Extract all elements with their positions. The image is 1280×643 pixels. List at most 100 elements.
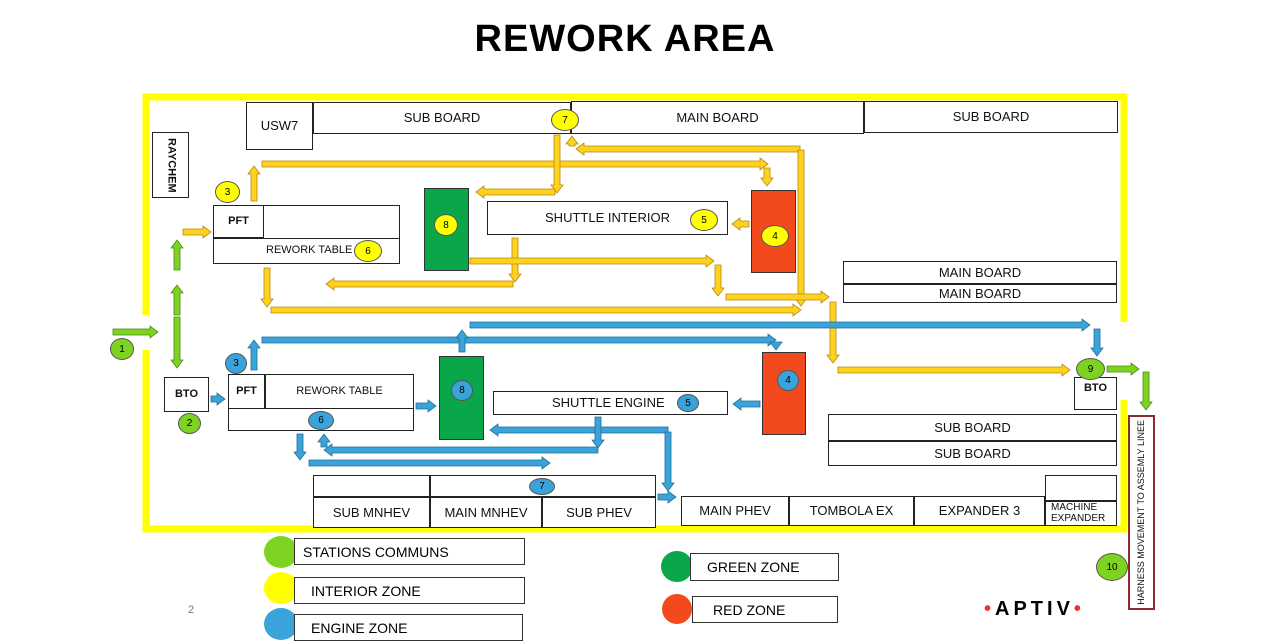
arrow-down-to-bto [826,301,840,364]
arrow-to-marker7 [565,135,579,147]
marker-8-engine: 8 [451,380,473,401]
marker-8-interior: 8 [434,214,458,236]
arrow-table-lower-down [293,433,307,461]
pft-lower: PFT [228,374,265,409]
shuttle-interior: SHUTTLE INTERIOR [487,201,728,235]
harness-movement-lane: HARNESS MOVEMENT TO ASSEMLY LINEE [1128,415,1155,610]
legend-red-zone: RED ZONE [692,596,838,623]
expander-3: EXPANDER 3 [914,496,1045,526]
arrow-to-green-upper [475,185,556,199]
arrow-right-down [794,149,808,307]
arrow-green-to-right [469,254,715,268]
arrow-up-2 [170,239,184,271]
arrow-pft-up [247,165,261,202]
main-phev: MAIN PHEV [681,496,789,526]
rework-area-boundary [142,93,1128,533]
rework-table-lower-label-cell: REWORK TABLE [265,374,414,409]
tombola-ex: TOMBOLA EX [789,496,914,526]
red-zone-lower [762,352,806,435]
logo-dot-right: • [1073,598,1085,620]
sub-board-top-right: SUB BOARD [864,101,1118,133]
bto-left: BTO [164,377,209,412]
arrow-to-red-lower [769,341,783,351]
marker-6-engine: 6 [308,411,334,430]
arrow-shuttle-engine-down [591,416,605,449]
marker-2-common: 2 [178,413,201,434]
arrow-top-across [261,157,769,171]
sub-phev: SUB PHEV [542,497,656,528]
legend-engine-zone-swatch [264,608,298,640]
arrow-back-top [575,142,801,156]
arrow-red-to-shuttle [731,217,750,231]
arrow-bto-out [1106,362,1140,376]
arrow-entry-down-to-bto [170,316,184,369]
arrow-red-to-shuttle-engine [732,397,761,411]
marker-5-interior: 5 [690,209,718,231]
arrow-entry [112,325,159,339]
legend-interior-zone-swatch [264,572,298,604]
arrow-top-engine-right [469,318,1091,332]
marker-4-engine: 4 [777,370,799,391]
arrow-table-to-green [415,399,437,413]
arrow-pft-lower-up [247,339,261,371]
main-board-top: MAIN BOARD [571,101,864,134]
arrow-down-to-9 [1090,328,1104,357]
marker-6-interior: 6 [354,240,382,262]
marker-7-interior: 7 [551,109,579,131]
sub-mnhev: SUB MNHEV [313,497,430,528]
arrow-up-1 [170,284,184,316]
logo-dot-left: • [984,598,996,620]
arrow-to-bto-right [837,363,1071,377]
marker-10-common: 10 [1096,553,1128,581]
marker-4-interior: 4 [761,225,789,247]
arrow-to-main-boards [725,290,830,304]
main-mnhev: MAIN MNHEV [430,497,542,528]
arrow-back-to-table [325,277,514,291]
arrow-up-to-table [317,433,331,448]
arrow-to-harness [1139,371,1153,411]
mnhev-header-left [313,475,430,497]
marker-3-interior: 3 [215,181,240,203]
page-number: 2 [188,604,195,616]
legend-green-zone-swatch [661,551,693,582]
arrow-engine-across [261,333,777,347]
arrow-to-marker7-engine [308,456,551,470]
rework-table-upper-label: REWORK TABLE [266,244,353,257]
arrow-table-down [260,267,274,308]
sub-board-right-2: SUB BOARD [828,441,1117,466]
marker-5-engine: 5 [677,394,699,412]
legend-engine-zone: ENGINE ZONE [294,614,523,641]
arrow-shuttle-down [550,134,564,194]
arrow-down-right [711,264,725,297]
arrow-to-pft-upper [182,225,212,239]
legend-stations-communs-swatch [264,536,298,568]
arrow-to-main-phev [657,490,677,504]
arrow-green-up [455,329,469,353]
arrow-to-red-upper [760,167,774,187]
pft-upper: PFT [213,205,264,238]
machine-expander: MACHINE EXPANDER [1045,501,1117,526]
marker-9-common: 9 [1076,358,1105,380]
legend-green-zone: GREEN ZONE [690,553,839,581]
arrow-to-green-lower [489,423,669,437]
bto-right: BTO [1074,377,1117,410]
aptiv-logo: •APTIV• [984,598,1085,620]
page-title: REWORK AREA [474,18,776,60]
usw7-station: USW7 [246,102,313,150]
sub-board-top-left: SUB BOARD [313,102,571,134]
main-board-right-2: MAIN BOARD [843,284,1117,303]
marker-1-common: 1 [110,338,134,360]
arrow-bto-to-pft [210,392,226,406]
legend-stations-communs: STATIONS COMMUNS [294,538,525,565]
raychem-station: RAYCHEM [152,132,189,198]
machine-expander-top [1045,475,1117,501]
main-board-right-1: MAIN BOARD [843,261,1117,284]
marker-3-engine: 3 [225,353,247,374]
marker-7-engine: 7 [529,478,555,495]
legend-red-zone-swatch [662,594,692,624]
arrow-down-to-phev [661,431,675,492]
arrow-back-to-table-lower [323,443,599,457]
sub-board-right-1: SUB BOARD [828,414,1117,441]
